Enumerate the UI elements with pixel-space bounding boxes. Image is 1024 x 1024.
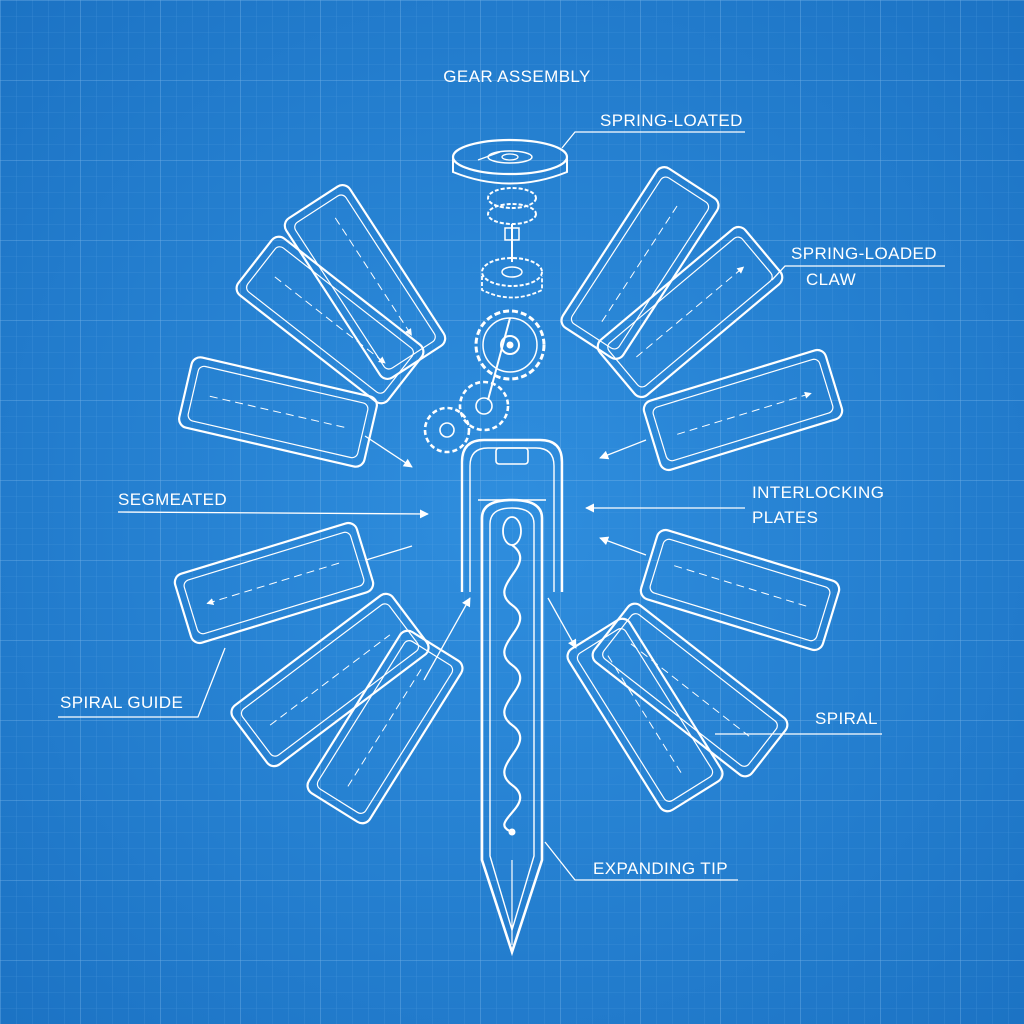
leader-spiral-guide bbox=[58, 647, 226, 718]
upper-gear bbox=[487, 187, 537, 262]
plate-right-6 bbox=[566, 617, 724, 813]
label-spiral: SPIRAL bbox=[815, 709, 878, 728]
annotation-lines bbox=[58, 131, 945, 881]
labels: GEAR ASSEMBLY SPRING-LOATED SPRING-LOADE… bbox=[60, 67, 937, 878]
label-expanding-tip: EXPANDING TIP bbox=[593, 859, 728, 878]
label-segmeated: SEGMEATED bbox=[118, 490, 227, 509]
arrow-right-mid bbox=[599, 536, 647, 556]
right-plates bbox=[560, 166, 844, 813]
arrow-segmeated bbox=[117, 509, 429, 519]
plate-right-5 bbox=[591, 602, 789, 778]
arrow-spiral-guide bbox=[423, 597, 471, 681]
label-spiral-guide: SPIRAL GUIDE bbox=[60, 693, 183, 712]
large-gear bbox=[474, 309, 546, 401]
middle-gear bbox=[481, 257, 543, 299]
label-interlocking-line1: INTERLOCKING bbox=[752, 483, 884, 502]
top-disc bbox=[451, 138, 569, 185]
leader-spring-loaded-claw bbox=[771, 265, 945, 281]
arrow-left-upper bbox=[364, 435, 413, 468]
plate-right-3 bbox=[642, 348, 844, 472]
spiral-end bbox=[508, 828, 516, 836]
label-spring-loated: SPRING-LOATED bbox=[600, 111, 743, 130]
shaft bbox=[480, 498, 544, 957]
central-mechanism bbox=[423, 138, 569, 957]
plate-right-4 bbox=[639, 528, 841, 652]
spiral-coil bbox=[503, 544, 522, 834]
plate-right-2 bbox=[596, 225, 784, 399]
left-plates bbox=[173, 183, 464, 825]
leader-expanding-tip bbox=[544, 841, 738, 881]
plate-left-4 bbox=[173, 521, 375, 645]
label-gear-assembly: GEAR ASSEMBLY bbox=[443, 67, 591, 86]
arrow-spiral bbox=[547, 597, 577, 649]
label-interlocking-line2: PLATES bbox=[752, 508, 818, 527]
plate-left-3 bbox=[178, 356, 378, 468]
label-spring-loaded-claw-line2: CLAW bbox=[806, 270, 856, 289]
label-spring-loaded-claw-line1: SPRING-LOADED bbox=[791, 244, 937, 263]
small-gears bbox=[423, 380, 510, 454]
plate-left-6 bbox=[306, 629, 464, 825]
arrow-right-upper bbox=[599, 439, 647, 460]
arrow-left-mid bbox=[365, 545, 413, 561]
plate-left-2 bbox=[235, 235, 425, 405]
leader-spring-loated bbox=[561, 131, 745, 149]
housing bbox=[460, 438, 564, 592]
